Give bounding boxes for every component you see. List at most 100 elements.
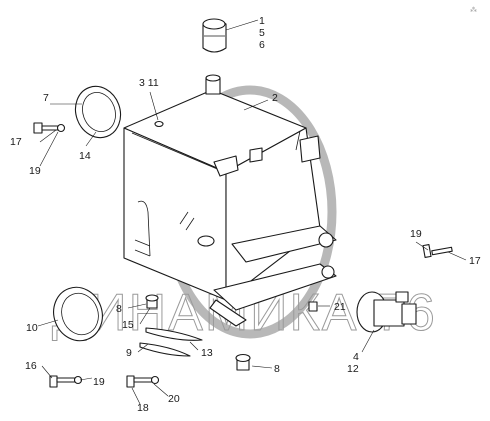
leader-19-left xyxy=(39,131,59,167)
callout-13: 13 xyxy=(201,347,213,359)
leader-13 xyxy=(189,341,199,351)
right-mount xyxy=(299,135,321,163)
callouts: 1 5 6 3 11 2 7 17 19 14 19 17 8 10 15 9 … xyxy=(10,15,481,414)
leader-8-bottom xyxy=(251,365,273,369)
bolt-bottom-center xyxy=(126,375,160,388)
callout-19-bottom: 19 xyxy=(93,376,105,388)
callout-3-11: 3 11 xyxy=(139,77,159,89)
tank-side-ribs xyxy=(134,239,151,257)
leader-18 xyxy=(131,387,141,405)
bracket-hole-lower xyxy=(321,265,335,279)
leader-20 xyxy=(153,383,169,397)
bolt-left xyxy=(33,122,66,134)
tank-fittings xyxy=(179,211,195,231)
bracket-upper xyxy=(231,225,337,263)
callout-1: 1 xyxy=(259,15,265,27)
plug-left xyxy=(145,294,159,309)
leader-16 xyxy=(41,365,53,379)
bolt-left-shank xyxy=(41,125,59,131)
pump-body xyxy=(373,299,405,327)
filler-neck-rim xyxy=(205,74,221,82)
callout-16: 16 xyxy=(25,360,37,372)
callout-12: 12 xyxy=(347,363,359,375)
leader-15 xyxy=(139,307,151,325)
leader-8-left xyxy=(127,303,147,309)
leader-9 xyxy=(137,343,149,353)
tank-side-pipe xyxy=(137,200,151,257)
pump-assembly xyxy=(356,291,417,333)
bracket-hole-upper xyxy=(318,232,334,248)
leader-4 xyxy=(361,329,375,353)
callout-6: 6 xyxy=(259,39,265,51)
plug-bottom-top xyxy=(235,353,251,363)
callout-10: 10 xyxy=(26,322,38,334)
top-bracket xyxy=(249,147,263,163)
callout-7: 7 xyxy=(43,92,49,104)
leader-19-right xyxy=(415,241,429,251)
bolt-right-shank xyxy=(431,246,453,256)
pump-top-port xyxy=(395,291,409,303)
bracket-foot xyxy=(209,299,247,327)
pump-head xyxy=(401,303,417,325)
clamp-ring xyxy=(74,85,122,139)
corner-mark: ⁂ xyxy=(470,6,477,14)
bolt-left-head xyxy=(33,122,43,134)
callout-15: 15 xyxy=(122,319,134,331)
bolt-bottom-left xyxy=(49,375,83,388)
plug-21 xyxy=(308,301,318,312)
gasket-upper xyxy=(145,327,203,341)
bracket-lower xyxy=(213,263,337,311)
bolt-bottom-center-head xyxy=(126,375,135,388)
leader-1 xyxy=(225,19,259,31)
clamp-ring-outer xyxy=(74,85,122,139)
callout-14: 14 xyxy=(79,150,91,162)
leader-10 xyxy=(37,319,59,327)
leader-19-bottom xyxy=(79,377,93,381)
filler-cap xyxy=(202,18,227,53)
callout-19-left: 19 xyxy=(29,165,41,177)
washer-left xyxy=(56,123,66,133)
bolt-bottom-left-shank xyxy=(56,377,76,383)
callout-18: 18 xyxy=(137,402,149,414)
washer-bottom-center xyxy=(150,375,160,385)
top-sensor xyxy=(213,155,239,177)
leader-17-left xyxy=(39,129,57,143)
filler-neck xyxy=(205,74,221,95)
callout-17-right: 17 xyxy=(469,255,481,267)
bolt-bottom-left-head xyxy=(49,375,58,388)
cover-plate xyxy=(53,286,103,342)
callout-8-bottom: 8 xyxy=(274,363,280,375)
tank-top-rim xyxy=(131,130,301,172)
callout-5: 5 xyxy=(259,27,265,39)
side-port xyxy=(197,235,215,247)
tank xyxy=(123,89,321,301)
bolt-right-washer xyxy=(422,244,432,258)
frame-bracket xyxy=(209,225,337,327)
bolt-bottom-center-shank xyxy=(133,377,153,383)
plug-left-top xyxy=(145,294,159,302)
callout-2: 2 xyxy=(272,92,278,104)
leader-14 xyxy=(85,131,97,147)
plug-bottom xyxy=(235,353,251,371)
bolt-right xyxy=(422,244,453,258)
gasket-lower xyxy=(139,342,191,357)
leader-2 xyxy=(243,99,269,111)
leader-lines xyxy=(37,19,467,405)
filler-cap-top xyxy=(202,18,226,30)
cover-plate-rim xyxy=(61,292,99,336)
clamp-ring-inner xyxy=(82,92,116,132)
vent-plug xyxy=(154,120,164,128)
cover-plate-disc xyxy=(53,286,103,342)
callout-19-right: 19 xyxy=(410,228,422,240)
plug-21-body xyxy=(308,301,318,312)
callout-20: 20 xyxy=(168,393,180,405)
callout-4: 4 xyxy=(353,351,359,363)
gaskets xyxy=(139,327,203,357)
callout-17-left: 17 xyxy=(10,136,22,148)
callout-21: 21 xyxy=(334,301,346,313)
callout-9: 9 xyxy=(126,347,132,359)
leader-3-11 xyxy=(149,91,159,121)
callout-8-left: 8 xyxy=(116,303,122,315)
